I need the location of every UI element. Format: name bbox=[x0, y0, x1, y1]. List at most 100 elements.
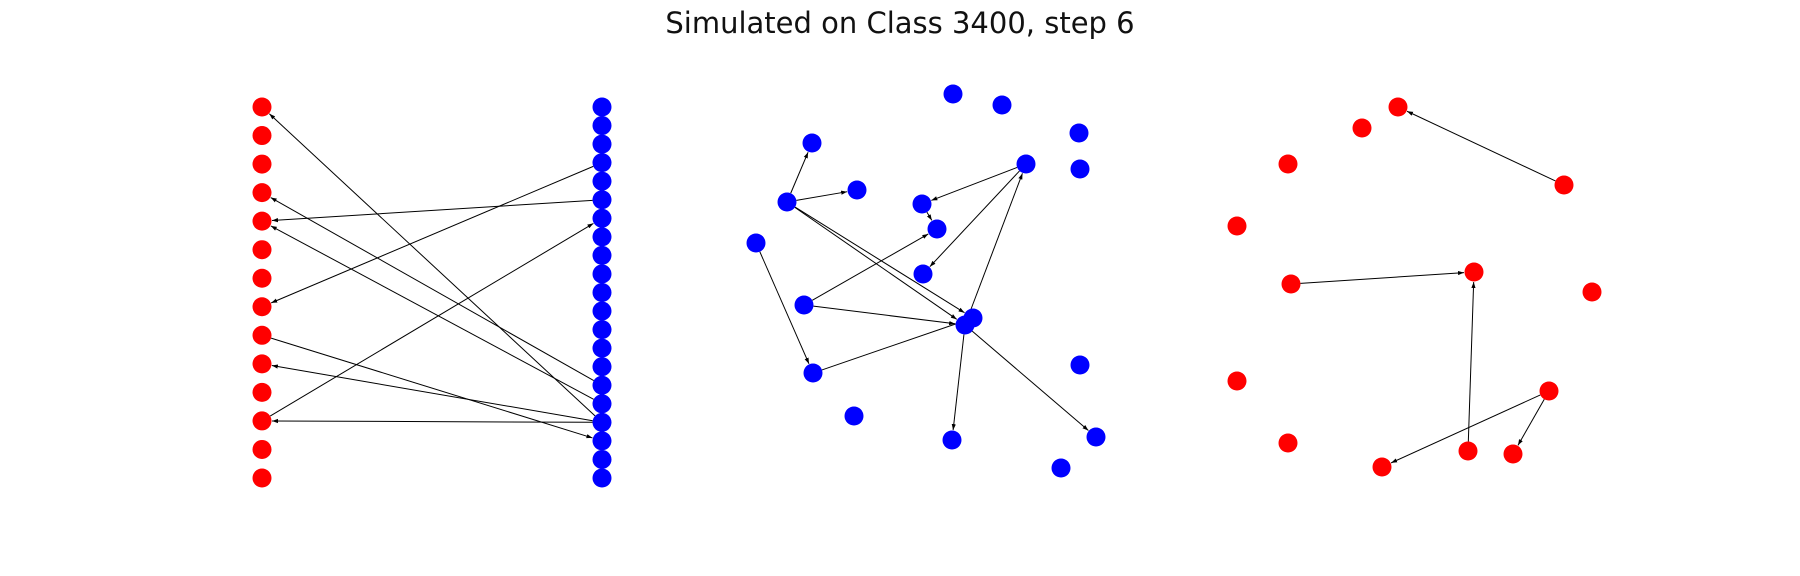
node-b14 bbox=[955, 315, 975, 335]
node-R10 bbox=[592, 283, 612, 302]
node-b5 bbox=[1070, 159, 1090, 179]
node-r1 bbox=[1352, 118, 1372, 138]
node-R1 bbox=[592, 116, 612, 136]
edge-b12-b9 bbox=[812, 233, 929, 301]
node-R17 bbox=[592, 412, 612, 432]
node-r11 bbox=[1372, 457, 1392, 477]
node-L4 bbox=[252, 211, 272, 231]
node-R6 bbox=[592, 208, 612, 228]
node-L10 bbox=[252, 382, 272, 402]
edge-b12-b14 bbox=[813, 305, 956, 326]
node-r10 bbox=[1458, 441, 1478, 461]
node-b19 bbox=[942, 430, 962, 450]
node-b12 bbox=[794, 295, 814, 315]
chart-title: Simulated on Class 3400, step 6 bbox=[665, 6, 1135, 40]
edge-b10-b15 bbox=[759, 251, 810, 365]
node-L9 bbox=[252, 354, 272, 374]
node-b18 bbox=[1086, 427, 1106, 447]
node-r8 bbox=[1227, 371, 1247, 391]
edge-R15-L3 bbox=[270, 197, 594, 382]
node-R13 bbox=[592, 338, 612, 358]
edge-b8-b6 bbox=[796, 190, 848, 201]
edge-b14-b4 bbox=[967, 173, 1023, 317]
node-b3 bbox=[802, 133, 822, 153]
edge-b7-b9 bbox=[926, 211, 933, 221]
node-r7 bbox=[1582, 282, 1602, 302]
edge-L11-R6 bbox=[269, 222, 594, 417]
edge-b8-b13 bbox=[794, 206, 965, 314]
node-r13 bbox=[1503, 444, 1523, 464]
edge-r9-r11 bbox=[1390, 394, 1541, 464]
node-L12 bbox=[252, 439, 272, 459]
node-R20 bbox=[592, 468, 612, 488]
panel-blue-graph bbox=[746, 84, 1106, 478]
edge-b4-b7 bbox=[931, 166, 1018, 201]
node-L11 bbox=[252, 411, 272, 431]
edge-R17-L11 bbox=[271, 418, 593, 424]
panel-red-graph bbox=[1227, 97, 1602, 477]
node-L6 bbox=[252, 268, 272, 288]
edge-R5-L4 bbox=[271, 199, 593, 223]
edge-R17-L0 bbox=[268, 113, 596, 417]
node-b8 bbox=[777, 192, 797, 212]
node-b16 bbox=[1070, 355, 1090, 375]
node-R7 bbox=[592, 227, 612, 247]
node-b0 bbox=[943, 84, 963, 104]
node-r2 bbox=[1278, 154, 1298, 174]
node-R19 bbox=[592, 449, 612, 469]
node-r12 bbox=[1278, 433, 1298, 453]
node-R8 bbox=[592, 245, 612, 265]
node-R5 bbox=[592, 190, 612, 210]
node-R4 bbox=[592, 171, 612, 191]
edge-b4-b11 bbox=[929, 170, 1020, 268]
edge-r6-r5 bbox=[1300, 270, 1465, 284]
edge-b15-b13 bbox=[821, 320, 964, 371]
edge-b8-b14 bbox=[794, 206, 958, 320]
node-R15 bbox=[592, 375, 612, 395]
node-b6 bbox=[847, 180, 867, 200]
node-R14 bbox=[592, 357, 612, 377]
edge-r3-r0 bbox=[1406, 110, 1556, 182]
node-b1 bbox=[992, 95, 1012, 115]
node-b9 bbox=[927, 219, 947, 239]
node-R9 bbox=[592, 264, 612, 284]
node-L2 bbox=[252, 154, 272, 174]
node-b17 bbox=[844, 406, 864, 426]
node-L1 bbox=[252, 126, 272, 146]
node-r5 bbox=[1464, 262, 1484, 282]
edge-b14-b19 bbox=[951, 334, 965, 431]
panel-bipartite-graph bbox=[252, 97, 612, 488]
node-R16 bbox=[592, 394, 612, 414]
node-b11 bbox=[913, 264, 933, 284]
edge-b8-b3 bbox=[790, 152, 809, 194]
node-b10 bbox=[746, 233, 766, 253]
edge-b14-b18 bbox=[971, 330, 1089, 431]
node-r3 bbox=[1554, 175, 1574, 195]
edge-R17-L9 bbox=[271, 364, 593, 422]
node-R0 bbox=[592, 97, 612, 117]
node-L0 bbox=[252, 97, 272, 117]
node-r4 bbox=[1227, 216, 1247, 236]
node-b4 bbox=[1016, 154, 1036, 174]
node-b2 bbox=[1069, 123, 1089, 143]
node-b7 bbox=[912, 194, 932, 214]
edge-R3-L7 bbox=[271, 165, 594, 304]
edge-r9-r13 bbox=[1517, 399, 1545, 446]
node-b15 bbox=[803, 363, 823, 383]
node-r6 bbox=[1281, 274, 1301, 294]
edge-L8-R18 bbox=[270, 337, 593, 439]
edge-r10-r5 bbox=[1467, 281, 1476, 442]
node-R11 bbox=[592, 301, 612, 321]
node-L5 bbox=[252, 240, 272, 260]
node-r9 bbox=[1539, 381, 1559, 401]
node-R2 bbox=[592, 134, 612, 154]
node-R3 bbox=[592, 153, 612, 173]
node-L3 bbox=[252, 183, 272, 203]
node-r0 bbox=[1388, 97, 1408, 117]
node-L7 bbox=[252, 297, 272, 317]
node-R12 bbox=[592, 320, 612, 340]
node-L13 bbox=[252, 468, 272, 488]
node-R18 bbox=[592, 431, 612, 451]
node-b20 bbox=[1051, 458, 1071, 478]
